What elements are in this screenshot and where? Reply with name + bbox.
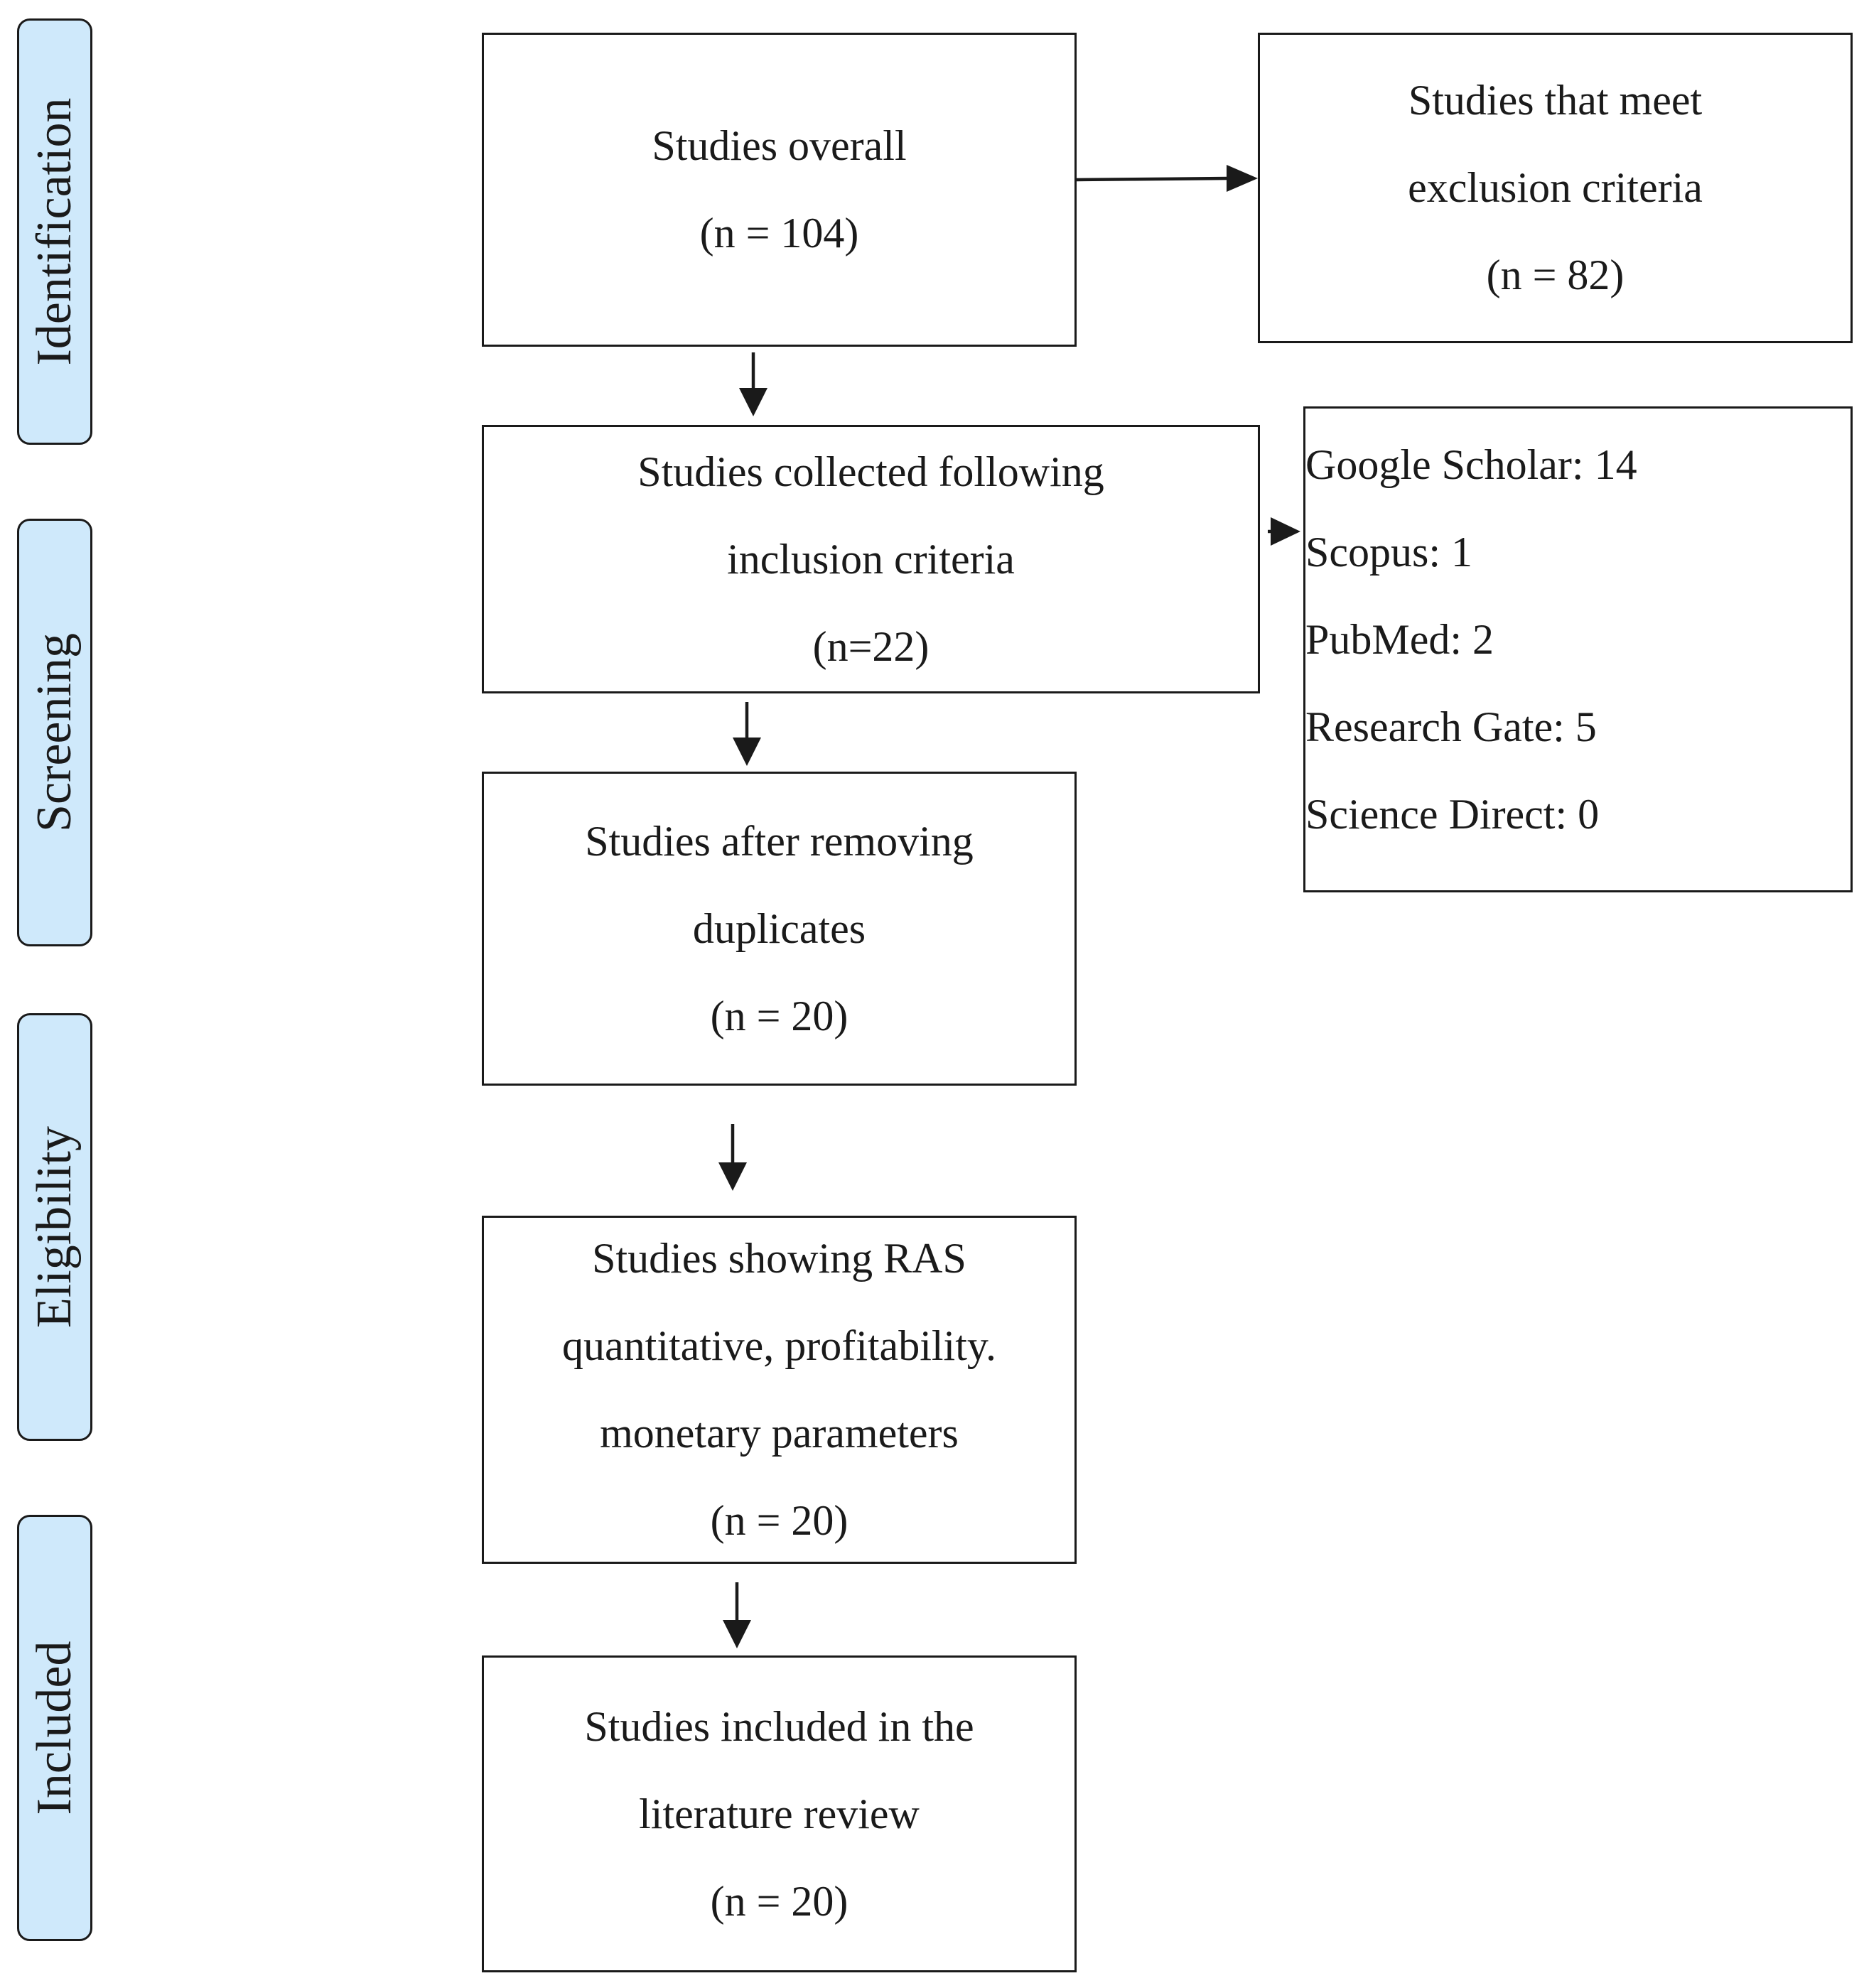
box-text: monetary parameters: [600, 1410, 959, 1457]
box-eligible-studies: Studies showing RAS quantitative, profit…: [482, 1216, 1077, 1564]
arrow-inclusion-to-databases: [1268, 517, 1300, 546]
arrow-inclusion-to-duplicates: [733, 702, 761, 766]
box-count: (n = 20): [710, 1497, 849, 1544]
box-text: duplicates: [692, 904, 866, 952]
box-after-duplicates: Studies after removing duplicates (n = 2…: [482, 772, 1077, 1086]
box-inclusion-criteria: Studies collected following inclusion cr…: [482, 425, 1260, 693]
arrow-overall-to-inclusion: [739, 352, 767, 416]
database-item: Google Scholar: 14: [1305, 441, 1637, 488]
box-text: quantitative, profitability.: [562, 1322, 996, 1369]
phase-screening: Screening: [17, 519, 92, 946]
phase-label: Eligibility: [27, 1126, 82, 1328]
database-item: Research Gate: 5: [1305, 703, 1597, 750]
box-count: (n = 20): [710, 992, 849, 1039]
arrow-eligible-to-included: [723, 1582, 751, 1648]
box-text: Studies collected following: [637, 448, 1104, 495]
arrow-duplicates-to-eligible: [718, 1124, 747, 1191]
box-text: Studies included in the: [584, 1702, 974, 1750]
phase-identification: Identification: [17, 18, 92, 445]
box-text: literature review: [639, 1790, 920, 1837]
box-text: Studies overall: [652, 122, 907, 169]
phase-label: Identification: [27, 97, 82, 366]
box-exclusion-criteria: Studies that meet exclusion criteria (n …: [1258, 33, 1853, 343]
box-text: Studies after removing: [585, 817, 974, 865]
box-count: (n=22): [812, 622, 930, 670]
phase-label: Included: [27, 1641, 82, 1815]
box-text: inclusion criteria: [727, 535, 1015, 583]
phase-included: Included: [17, 1515, 92, 1941]
box-database-sources: Google Scholar: 14 Scopus: 1 PubMed: 2 R…: [1303, 406, 1853, 892]
box-text: Studies that meet: [1408, 77, 1703, 124]
box-text: Studies showing RAS: [592, 1235, 966, 1282]
database-item: Scopus: 1: [1305, 529, 1473, 576]
phase-label: Screening: [27, 633, 82, 832]
box-studies-overall: Studies overall (n = 104): [482, 33, 1077, 347]
box-text: exclusion criteria: [1408, 164, 1703, 211]
box-count: (n = 82): [1486, 252, 1625, 298]
arrow-overall-to-excluded: [1076, 165, 1258, 192]
box-count: (n = 104): [699, 210, 859, 256]
database-item: Science Direct: 0: [1305, 791, 1600, 838]
database-item: PubMed: 2: [1305, 616, 1494, 663]
phase-eligibility: Eligibility: [17, 1013, 92, 1441]
box-count: (n = 20): [710, 1877, 849, 1925]
box-included-studies: Studies included in the literature revie…: [482, 1655, 1077, 1972]
